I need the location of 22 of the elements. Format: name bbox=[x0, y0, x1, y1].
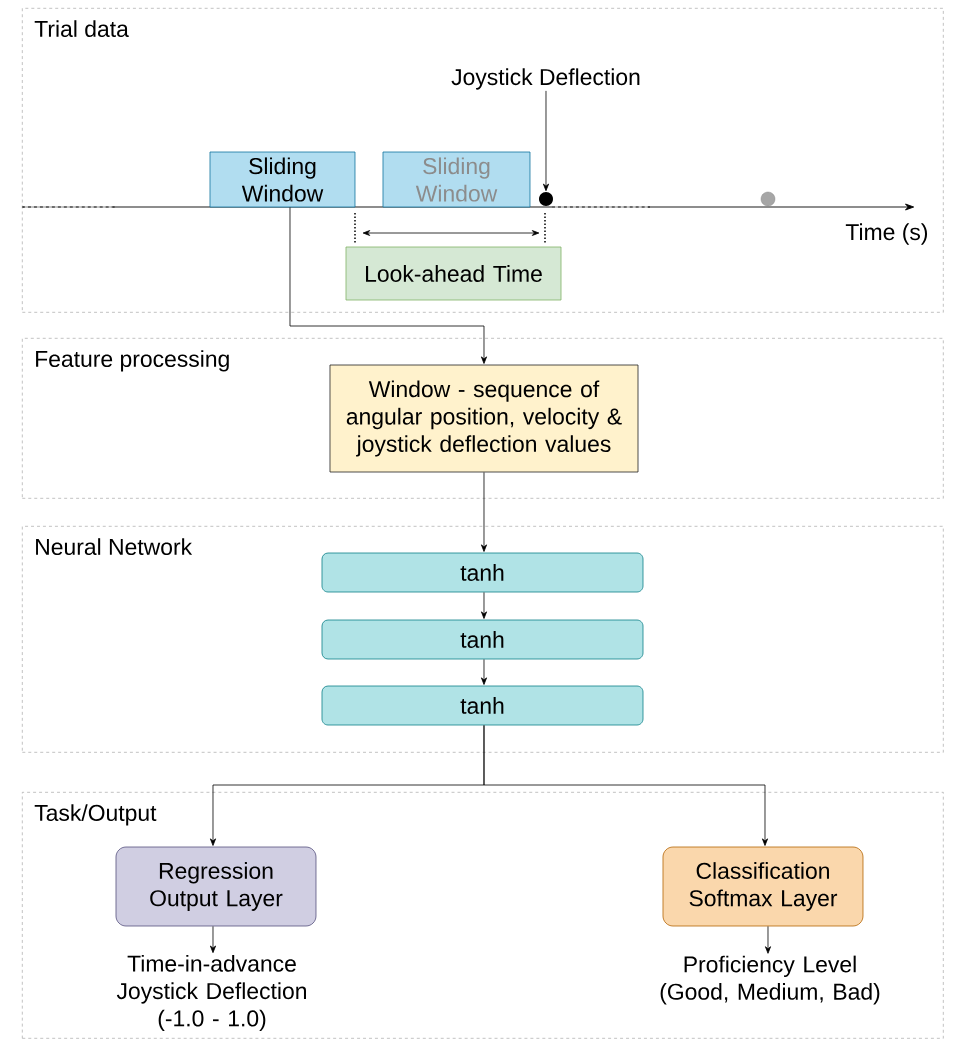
arrow bbox=[481, 592, 487, 619]
arrow bbox=[765, 926, 771, 954]
time-box: Look-ahead Time bbox=[345, 246, 562, 301]
layer-box: tanh bbox=[321, 552, 644, 593]
output-label: Proficiency Level (Good, Medium, Bad) bbox=[660, 955, 880, 1005]
arrow bbox=[289, 207, 487, 364]
output-box: Regression Output Layer bbox=[115, 846, 317, 927]
arrow bbox=[481, 659, 487, 685]
axis-label: Time (s) bbox=[845, 223, 928, 245]
arrow bbox=[210, 926, 216, 954]
event-dot bbox=[539, 192, 553, 206]
event-label: Joystick Deflection bbox=[451, 68, 640, 90]
window-box: Sliding Window bbox=[382, 151, 531, 208]
layer-box: tanh bbox=[321, 619, 644, 660]
arrow bbox=[483, 725, 768, 846]
process-box: Window - sequence of angular position, velocity & joystick deflection values bbox=[329, 364, 639, 473]
window-box: Sliding Window bbox=[209, 151, 356, 208]
output-label: Time-in-advance Joystick Deflection (-1.0 - 1.0) bbox=[116, 954, 306, 1032]
output-box: Classification Softmax Layer bbox=[662, 846, 864, 927]
arrow bbox=[543, 90, 549, 192]
arrow bbox=[481, 472, 487, 552]
layer-box: tanh bbox=[321, 685, 644, 726]
